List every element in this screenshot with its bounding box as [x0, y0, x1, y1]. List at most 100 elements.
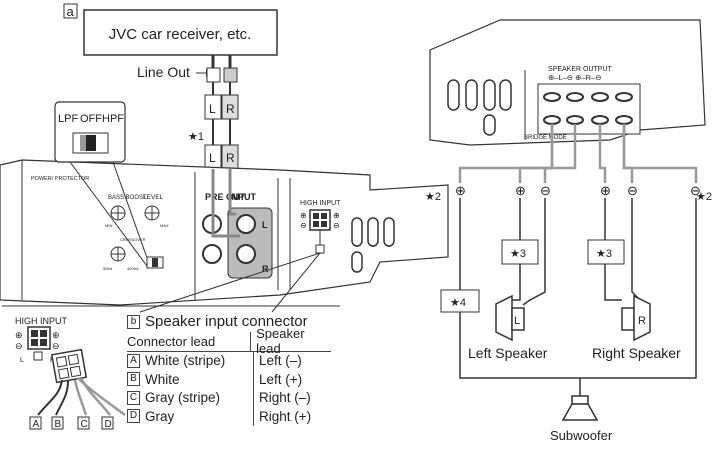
svg-text:⊕: ⊕: [52, 330, 60, 340]
receiver-box: [83, 9, 278, 56]
lpf-label: LPF: [58, 113, 78, 125]
line-out-label: Line Out: [137, 64, 190, 80]
crossover-label: CROSSOVER: [120, 237, 146, 242]
note-3-right: ★3: [596, 248, 612, 260]
panel-tag-a-box: [63, 3, 78, 19]
amplifier-body: [0, 159, 449, 306]
row-speaker: Left (–): [259, 353, 302, 369]
svg-text:⊖: ⊖: [15, 341, 23, 351]
power-protector-label: POWER/ PROTECTOR: [31, 176, 89, 182]
left-speaker-icon: L: [495, 294, 525, 342]
speaker-input-table: b Speaker input connector Connector lead…: [127, 313, 331, 426]
right-speaker-icon: R: [621, 294, 651, 342]
plug-upper-right: [223, 67, 238, 83]
note-3-left: ★3: [510, 248, 526, 260]
note-1: ★1: [188, 131, 204, 143]
plug-L-label-2: L: [209, 151, 216, 165]
row-code: D: [127, 409, 140, 424]
pre-out-label: PRE OUT: [205, 192, 246, 202]
svg-text:⊖: ⊖: [627, 183, 638, 198]
right-speaker-label: Right Speaker: [592, 345, 681, 361]
input-label: INPUT: [229, 192, 257, 202]
svg-text:⊖: ⊖: [300, 221, 307, 230]
speaker-wires: [458, 124, 698, 183]
wire-letter-c: C: [81, 419, 88, 430]
svg-text:⊕: ⊕: [455, 183, 466, 198]
plug-upper-left: [206, 67, 221, 83]
note-4: ★4: [450, 297, 466, 309]
row-code: B: [127, 372, 140, 387]
table-title: Speaker input connector: [145, 313, 308, 330]
svg-text:⊕: ⊕: [15, 330, 23, 340]
table-title-row: b Speaker input connector: [127, 313, 331, 330]
table-header: Connector lead Speaker lead: [127, 326, 331, 356]
wire-letter-b: B: [55, 419, 62, 430]
svg-text:L: L: [20, 357, 24, 364]
high-input-label: HIGH INPUT: [300, 200, 341, 207]
level-label: LEVEL: [143, 194, 164, 201]
speaker-output-label: SPEAKER OUTPUT: [548, 66, 613, 73]
input-jack-L: [236, 214, 256, 234]
row-lead: Gray: [145, 408, 175, 424]
svg-text:⊖: ⊖: [333, 221, 340, 230]
plug-L-label: L: [209, 102, 216, 116]
svg-text:⊕: ⊕: [600, 183, 611, 198]
speaker-input-plug: [50, 348, 88, 384]
hz50-label: 50Hz: [103, 266, 112, 271]
wiring-lines: [459, 198, 697, 405]
table-row: C Gray (stripe) Right (–): [127, 388, 331, 407]
switch-knob: [86, 135, 96, 151]
svg-text:⊖: ⊖: [52, 341, 60, 351]
svg-text:⊕: ⊕: [300, 211, 307, 220]
note-2-left: ★2: [425, 191, 441, 203]
note-3-box-right: [587, 239, 625, 265]
hz400-label: 400Hz: [127, 266, 139, 271]
table-row: B White Left (+): [127, 370, 331, 389]
row-speaker: Right (–): [259, 390, 311, 406]
svg-text:⊕: ⊕: [515, 183, 526, 198]
note-4-box: [440, 289, 480, 313]
left-speaker-label: Left Speaker: [468, 345, 548, 361]
plug-R-label: R: [226, 102, 235, 116]
panel-tag-b: b: [127, 314, 140, 329]
row-lead: White (stripe): [145, 353, 226, 369]
input-jack-R: [236, 244, 256, 264]
receiver-label: JVC car receiver, etc.: [109, 26, 252, 43]
row-lead: White: [145, 371, 180, 387]
row-code: C: [127, 390, 140, 405]
table-row: D Gray Right (+): [127, 407, 331, 426]
min-label-1: MIN: [105, 223, 112, 228]
subwoofer-icon: [561, 395, 599, 421]
note-2-right: ★2: [696, 191, 712, 203]
hpf-label: HPF: [102, 113, 124, 125]
svg-text:⊖: ⊖: [690, 183, 701, 198]
wire-letter-d: D: [105, 419, 112, 430]
plug-R-label-2: R: [226, 151, 235, 165]
high-input-small-label: HIGH INPUT: [15, 316, 68, 326]
left-speaker-mark: L: [514, 315, 520, 327]
note-3-box-left: [501, 239, 539, 265]
svg-text:⊖: ⊖: [540, 183, 551, 198]
speaker-channel-labels: ⊕–L–⊖ ⊕–R–⊖: [548, 73, 602, 82]
off-label: OFF: [80, 113, 102, 125]
subwoofer-label: Subwoofer: [550, 428, 613, 443]
svg-text:R: R: [262, 264, 269, 274]
bridge-mode-label: BRIDGE MODE: [524, 135, 567, 141]
wire-letter-a: A: [33, 419, 40, 430]
row-code: A: [127, 353, 140, 368]
panel-tag-a: a: [67, 4, 75, 19]
col-speaker-header: Speaker lead: [256, 326, 305, 357]
speaker-terminals: [543, 92, 633, 125]
svg-text:L: L: [262, 220, 268, 230]
row-speaker: Left (+): [259, 371, 303, 387]
max-label-1: MAX: [160, 223, 169, 228]
right-speaker-mark: R: [638, 315, 646, 327]
row-speaker: Right (+): [259, 408, 312, 424]
table-row: A White (stripe) Left (–): [127, 351, 331, 370]
bass-boost-label: BASS BOOST: [108, 195, 147, 201]
col-connector-header: Connector lead: [127, 332, 252, 351]
row-lead: Gray (stripe): [145, 390, 221, 406]
svg-text:⊕: ⊕: [333, 211, 340, 220]
pre-out-jack-R: [202, 244, 222, 264]
